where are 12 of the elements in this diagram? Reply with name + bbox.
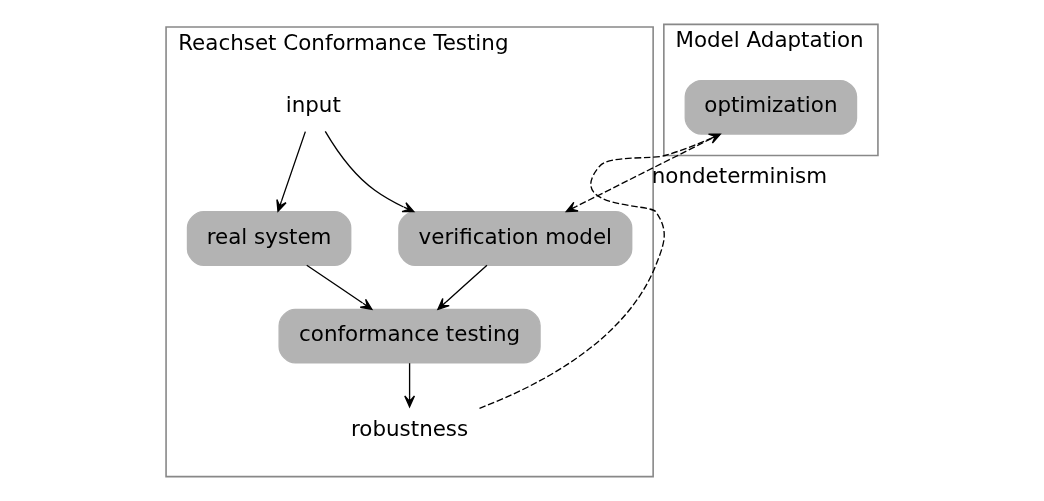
arrow	[437, 264, 488, 310]
arrow	[404, 362, 416, 408]
node-box: conformance testing	[278, 308, 541, 364]
node-box: optimization	[684, 79, 858, 135]
node-box: verification model	[398, 211, 633, 266]
arrow	[324, 130, 415, 213]
arrow	[276, 130, 307, 212]
edge-label: nondeterminism	[651, 163, 828, 189]
arrow	[306, 264, 373, 310]
node-box: real system	[186, 211, 352, 266]
node-text: input	[285, 92, 341, 118]
node-text: robustness	[351, 416, 469, 442]
